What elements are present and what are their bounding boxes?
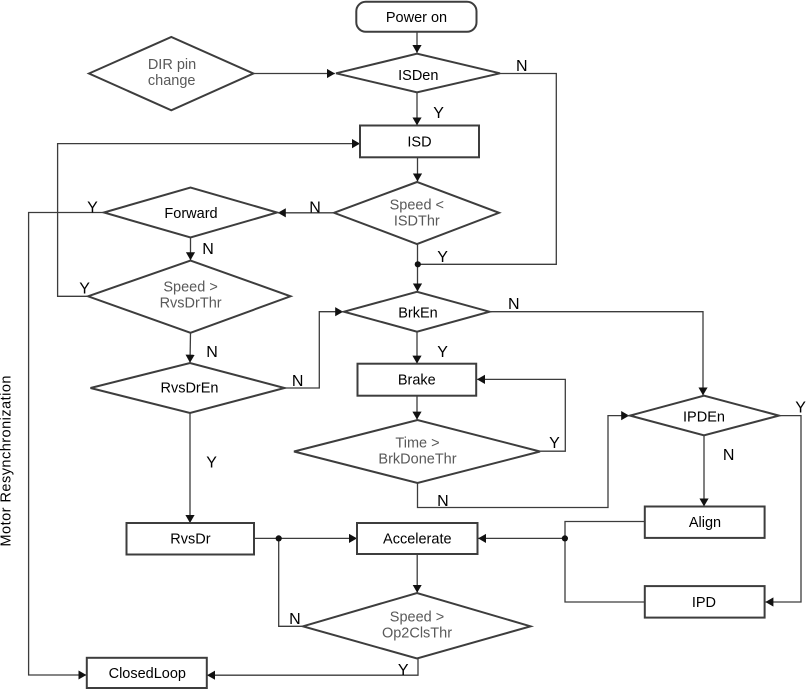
svg-text:Y: Y: [549, 435, 560, 452]
svg-text:N: N: [508, 296, 520, 313]
svg-text:N: N: [292, 373, 304, 390]
svg-text:RvsDr: RvsDr: [170, 532, 210, 548]
svg-text:Power on: Power on: [386, 10, 447, 26]
svg-text:change: change: [148, 73, 196, 89]
svg-text:Y: Y: [437, 344, 448, 361]
svg-text:Brake: Brake: [398, 373, 436, 389]
svg-text:Align: Align: [689, 515, 721, 531]
svg-text:Accelerate: Accelerate: [383, 532, 452, 548]
svg-text:N: N: [723, 447, 735, 464]
svg-text:Y: Y: [79, 281, 90, 298]
svg-text:ISDThr: ISDThr: [394, 213, 440, 229]
svg-text:Op2ClsThr: Op2ClsThr: [382, 626, 452, 642]
svg-text:N: N: [437, 493, 449, 510]
svg-text:Y: Y: [206, 455, 217, 472]
svg-text:IPDEn: IPDEn: [683, 410, 725, 426]
svg-text:Y: Y: [795, 400, 806, 417]
svg-text:Speed >: Speed >: [390, 610, 444, 626]
svg-text:N: N: [516, 58, 528, 75]
svg-text:N: N: [289, 611, 301, 628]
svg-text:Y: Y: [437, 249, 448, 266]
svg-text:N: N: [309, 200, 321, 217]
svg-text:RvsDrEn: RvsDrEn: [160, 380, 218, 396]
svg-text:N: N: [206, 344, 218, 361]
svg-text:Y: Y: [398, 662, 409, 679]
svg-text:Speed <: Speed <: [390, 197, 444, 213]
svg-text:BrkDoneThr: BrkDoneThr: [378, 452, 456, 468]
svg-text:Motor Resynchronization: Motor Resynchronization: [0, 375, 15, 546]
svg-text:Speed >: Speed >: [163, 279, 217, 295]
svg-text:Time >: Time >: [395, 435, 439, 451]
svg-text:ISDen: ISDen: [398, 68, 438, 84]
svg-text:N: N: [202, 241, 214, 258]
svg-text:IPD: IPD: [692, 595, 716, 611]
svg-text:ISD: ISD: [407, 135, 431, 151]
svg-text:DIR pin: DIR pin: [148, 57, 196, 73]
svg-text:ClosedLoop: ClosedLoop: [109, 666, 186, 682]
svg-text:BrkEn: BrkEn: [398, 306, 438, 322]
svg-text:Y: Y: [433, 105, 444, 122]
svg-text:Forward: Forward: [164, 206, 217, 222]
svg-text:Y: Y: [87, 199, 98, 216]
svg-text:RvsDrThr: RvsDrThr: [160, 296, 222, 312]
